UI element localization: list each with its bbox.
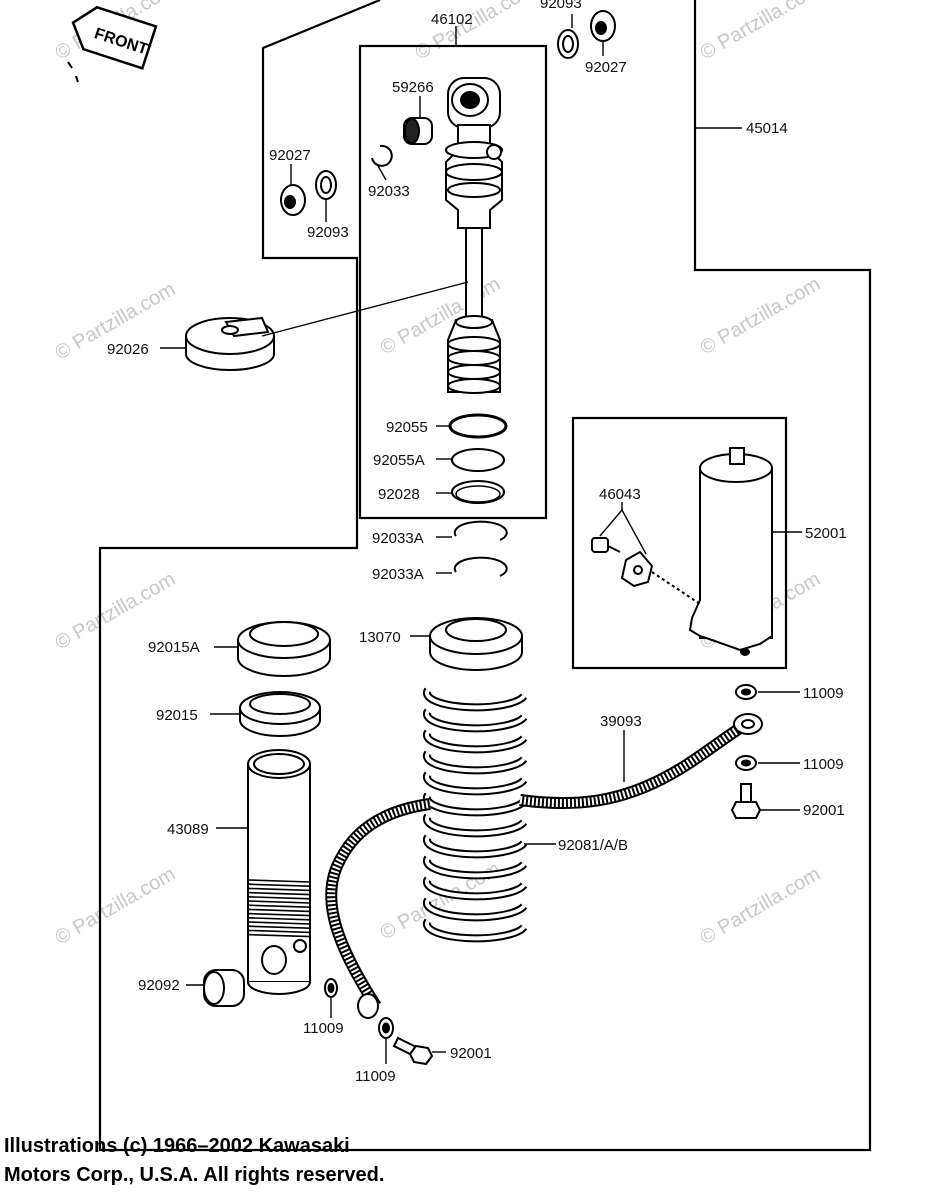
spring-coil-highlight bbox=[424, 688, 526, 710]
label-13070: 13070 bbox=[359, 629, 401, 646]
valve-46043 bbox=[591, 537, 701, 605]
thread-line bbox=[247, 933, 311, 938]
spring-92081 bbox=[422, 687, 528, 943]
label-45014: 45014 bbox=[746, 120, 788, 137]
label-43089: 43089 bbox=[167, 821, 209, 838]
collar-92027-left bbox=[280, 184, 306, 216]
copyright-line-2: Motors Corp., U.S.A. All rights reserved… bbox=[4, 1164, 385, 1186]
shock-damper bbox=[445, 77, 503, 394]
label-92033: 92033 bbox=[368, 183, 410, 200]
hose-39093 bbox=[325, 713, 763, 1019]
thread-line bbox=[247, 925, 311, 929]
copyright-notice: Illustrations (c) 1966–2002 Kawasaki Mot… bbox=[4, 1132, 384, 1190]
watermark: © Partzilla.com bbox=[697, 0, 825, 64]
copyright-line-1: Illustrations (c) 1966–2002 Kawasaki bbox=[4, 1135, 350, 1157]
bolt-92001-b bbox=[392, 1036, 434, 1066]
washer-11009-b1 bbox=[324, 978, 338, 998]
bushing-59266 bbox=[403, 117, 433, 145]
label-11009-b1: 11009 bbox=[303, 1020, 344, 1037]
label-92001-b: 92001 bbox=[450, 1045, 492, 1062]
spring-coil-highlight bbox=[424, 877, 526, 899]
label-92093-top: 92093 bbox=[540, 0, 582, 12]
spring-coil-highlight bbox=[424, 898, 526, 920]
spring-seat-13070 bbox=[429, 617, 523, 671]
collar-92027-top bbox=[590, 10, 616, 42]
leader-lines bbox=[160, 14, 802, 1064]
label-92033A-2: 92033A bbox=[372, 566, 424, 583]
spring-coil-highlight bbox=[424, 730, 526, 752]
front-arrow-icon: FRONT bbox=[71, 5, 158, 70]
label-92027-top: 92027 bbox=[585, 59, 627, 76]
washer-11009-r1 bbox=[735, 684, 757, 700]
reservoir-52001 bbox=[688, 447, 773, 656]
front-arrow-marks bbox=[67, 61, 79, 83]
spring-coil-highlight bbox=[424, 772, 526, 794]
washer-11009-b2 bbox=[378, 1017, 394, 1039]
label-92027-left: 92027 bbox=[269, 147, 311, 164]
label-92055: 92055 bbox=[386, 419, 428, 436]
spring-coil-highlight bbox=[424, 856, 526, 878]
spring-coil-highlight bbox=[424, 709, 526, 731]
reservoir-box bbox=[571, 416, 788, 670]
spring-coil-highlight bbox=[424, 835, 526, 857]
watermark: © Partzilla.com bbox=[697, 273, 825, 359]
thread-line bbox=[247, 912, 311, 917]
bushing-92092 bbox=[203, 969, 245, 1007]
washer-92026 bbox=[185, 316, 275, 371]
label-46102: 46102 bbox=[431, 11, 473, 28]
thread-line bbox=[247, 879, 311, 883]
spring-coil-highlight bbox=[424, 751, 526, 773]
watermark: © Partzilla.com bbox=[697, 863, 825, 949]
thread-line bbox=[247, 917, 311, 921]
thread-line bbox=[247, 883, 311, 887]
assembly-outline bbox=[98, 0, 872, 1152]
thread-line bbox=[247, 929, 311, 934]
watermark: © Partzilla.com bbox=[52, 863, 180, 949]
label-92093-left: 92093 bbox=[307, 224, 349, 241]
nut-92015 bbox=[239, 691, 321, 737]
thread-line bbox=[247, 921, 311, 925]
damper-box bbox=[358, 44, 548, 520]
label-59266: 59266 bbox=[392, 79, 434, 96]
thread-line bbox=[247, 891, 311, 896]
label-92092: 92092 bbox=[138, 977, 180, 994]
label-92028: 92028 bbox=[378, 486, 420, 503]
washer-11009-r2 bbox=[735, 755, 757, 771]
label-92001-r: 92001 bbox=[803, 802, 845, 819]
circlip-92033 bbox=[371, 144, 393, 167]
body-43089 bbox=[247, 749, 311, 995]
thread-line bbox=[247, 887, 311, 892]
body-threads bbox=[247, 879, 311, 938]
label-11009-r2: 11009 bbox=[803, 756, 844, 773]
nut-92015A bbox=[237, 621, 331, 677]
thread-line bbox=[247, 896, 311, 900]
label-92026: 92026 bbox=[107, 341, 149, 358]
label-92055A: 92055A bbox=[373, 452, 425, 469]
label-46043: 46043 bbox=[599, 486, 641, 503]
label-52001: 52001 bbox=[805, 525, 847, 542]
label-92081: 92081/A/B bbox=[558, 837, 628, 854]
spring-coil-highlight bbox=[424, 919, 526, 941]
part-labels: 46102 92093 92027 45014 59266 92027 9203… bbox=[107, 0, 847, 1085]
spring-coil-highlight bbox=[424, 814, 526, 836]
watermark: © Partzilla.com bbox=[412, 0, 540, 64]
damper-rings bbox=[448, 413, 508, 577]
thread-line bbox=[247, 908, 311, 913]
label-92033A-1: 92033A bbox=[372, 530, 424, 547]
label-11009-b2: 11009 bbox=[355, 1068, 396, 1085]
label-92015A: 92015A bbox=[148, 639, 200, 656]
label-92015: 92015 bbox=[156, 707, 198, 724]
label-11009-r1: 11009 bbox=[803, 685, 844, 702]
seal-92093-top bbox=[557, 29, 579, 59]
bolt-92001-r bbox=[730, 783, 762, 819]
label-39093: 39093 bbox=[600, 713, 642, 730]
thread-line bbox=[247, 904, 311, 908]
seal-92093-left bbox=[315, 170, 337, 200]
thread-line bbox=[247, 900, 311, 904]
